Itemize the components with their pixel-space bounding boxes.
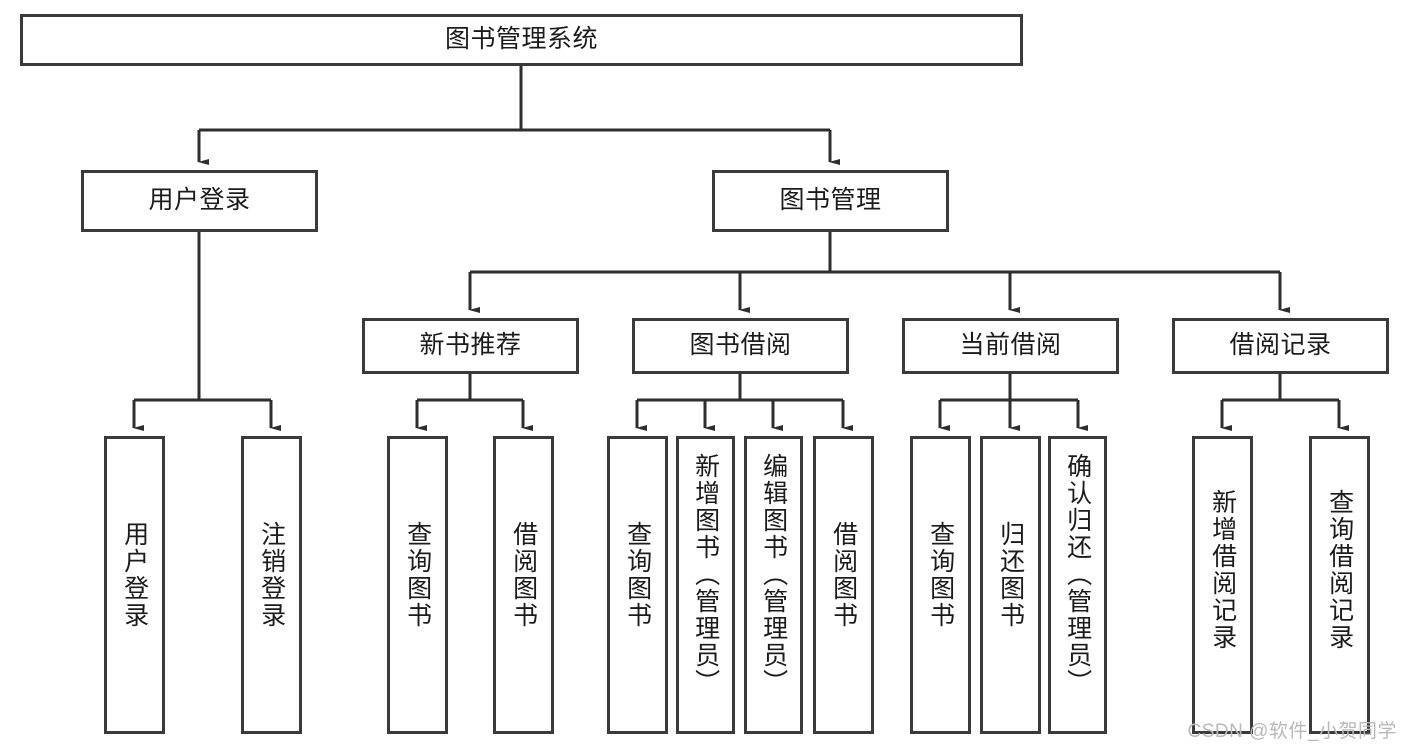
node-leaf-confirm-return[interactable]: 确认归还（管理员） [1048,436,1107,734]
node-label: 确认归还（管理员） [1063,453,1092,696]
node-leaf-borrow-book-recommend[interactable]: 借阅图书 [493,436,554,734]
node-label: 用户登录 [148,186,251,215]
node-leaf-borrow-book[interactable]: 借阅图书 [813,436,874,734]
node-user-login[interactable]: 用户登录 [81,170,318,232]
node-label: 编辑图书（管理员） [759,453,788,696]
node-label: 查询图书 [403,521,432,629]
node-leaf-add-book[interactable]: 新增图书（管理员） [676,436,735,734]
node-leaf-user-login[interactable]: 用户登录 [104,436,165,734]
node-leaf-query-borrow-record[interactable]: 查询借阅记录 [1309,436,1370,734]
node-label: 图书借阅 [689,331,792,360]
node-leaf-edit-book[interactable]: 编辑图书（管理员） [744,436,803,734]
node-leaf-return-book[interactable]: 归还图书 [980,436,1041,734]
node-label: 注销登录 [257,521,286,629]
node-label: 查询图书 [926,521,955,629]
node-label: 查询图书 [623,521,652,629]
node-label: 借阅图书 [829,521,858,629]
node-leaf-query-book-current[interactable]: 查询图书 [910,436,971,734]
node-label: 新增借阅记录 [1208,489,1237,651]
node-current-borrow[interactable]: 当前借阅 [902,318,1119,374]
node-leaf-add-borrow-record[interactable]: 新增借阅记录 [1192,436,1253,734]
node-leaf-logout-login[interactable]: 注销登录 [241,436,302,734]
node-book-borrow[interactable]: 图书借阅 [632,318,849,374]
node-book-management[interactable]: 图书管理 [712,170,949,232]
node-label: 借阅图书 [509,521,538,629]
node-label: 当前借阅 [959,331,1062,360]
node-leaf-query-book-borrow[interactable]: 查询图书 [607,436,668,734]
node-label: 新增图书（管理员） [691,453,720,696]
node-label: 新书推荐 [419,331,522,360]
watermark-text: CSDN @软件_小贺同学 [1187,721,1397,742]
node-borrow-record[interactable]: 借阅记录 [1172,318,1389,374]
node-label: 图书管理系统 [444,25,598,54]
node-label: 归还图书 [996,521,1025,629]
node-label: 图书管理 [779,186,882,215]
node-leaf-query-book-recommend[interactable]: 查询图书 [387,436,448,734]
node-new-book-recommend[interactable]: 新书推荐 [362,318,579,374]
node-root-book-management-system[interactable]: 图书管理系统 [20,14,1023,66]
node-label: 用户登录 [120,521,149,629]
node-label: 查询借阅记录 [1325,489,1354,651]
node-label: 借阅记录 [1229,331,1332,360]
